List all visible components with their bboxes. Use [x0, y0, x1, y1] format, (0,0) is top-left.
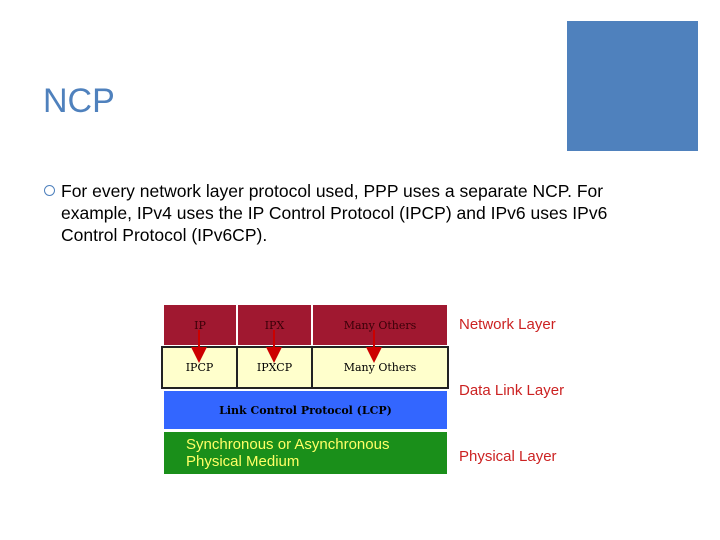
- accent-square: [567, 21, 698, 151]
- label-network-layer: Network Layer: [459, 316, 556, 333]
- bullet-text: For every network layer protocol used, P…: [61, 181, 608, 245]
- bullet-paragraph: For every network layer protocol used, P…: [44, 180, 664, 246]
- slide-title: NCP: [43, 82, 115, 120]
- network-cell-others: Many Others: [313, 305, 447, 345]
- label-data-link-layer: Data Link Layer: [459, 382, 565, 399]
- lcp-bar: Link Control Protocol (LCP): [164, 391, 447, 429]
- physical-medium-bar: Synchronous or Asynchronous Physical Med…: [164, 432, 447, 474]
- label-physical-layer: Physical Layer: [459, 448, 557, 465]
- network-cell-ip: IP: [164, 305, 236, 345]
- physical-line-2: Physical Medium: [186, 453, 300, 470]
- bullet-marker-icon: [44, 185, 55, 196]
- physical-line-1: Synchronous or Asynchronous: [186, 436, 390, 453]
